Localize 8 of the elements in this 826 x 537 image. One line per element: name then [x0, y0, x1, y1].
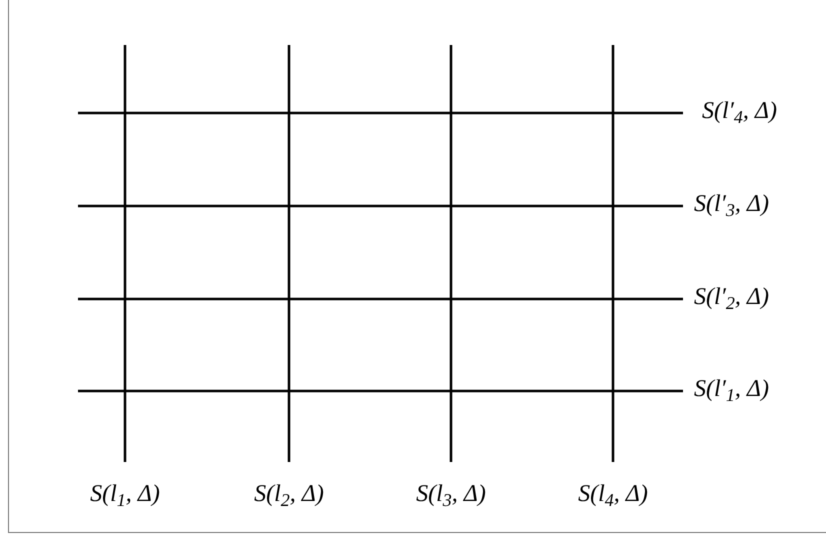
line-label: S(l′$_{3}$, Δ) [694, 192, 769, 216]
line-label: S(l′$_{2}$, Δ) [694, 285, 769, 309]
line-label: S(l$_{1}$, Δ) [90, 482, 160, 506]
line-label: S(l′$_{4}$, Δ) [702, 99, 777, 123]
line-label: S(l′$_{1}$, Δ) [694, 377, 769, 401]
line-label: S(l$_{2}$, Δ) [254, 482, 324, 506]
line-label: S(l$_{4}$, Δ) [578, 482, 648, 506]
line-label: S(l$_{3}$, Δ) [416, 482, 486, 506]
